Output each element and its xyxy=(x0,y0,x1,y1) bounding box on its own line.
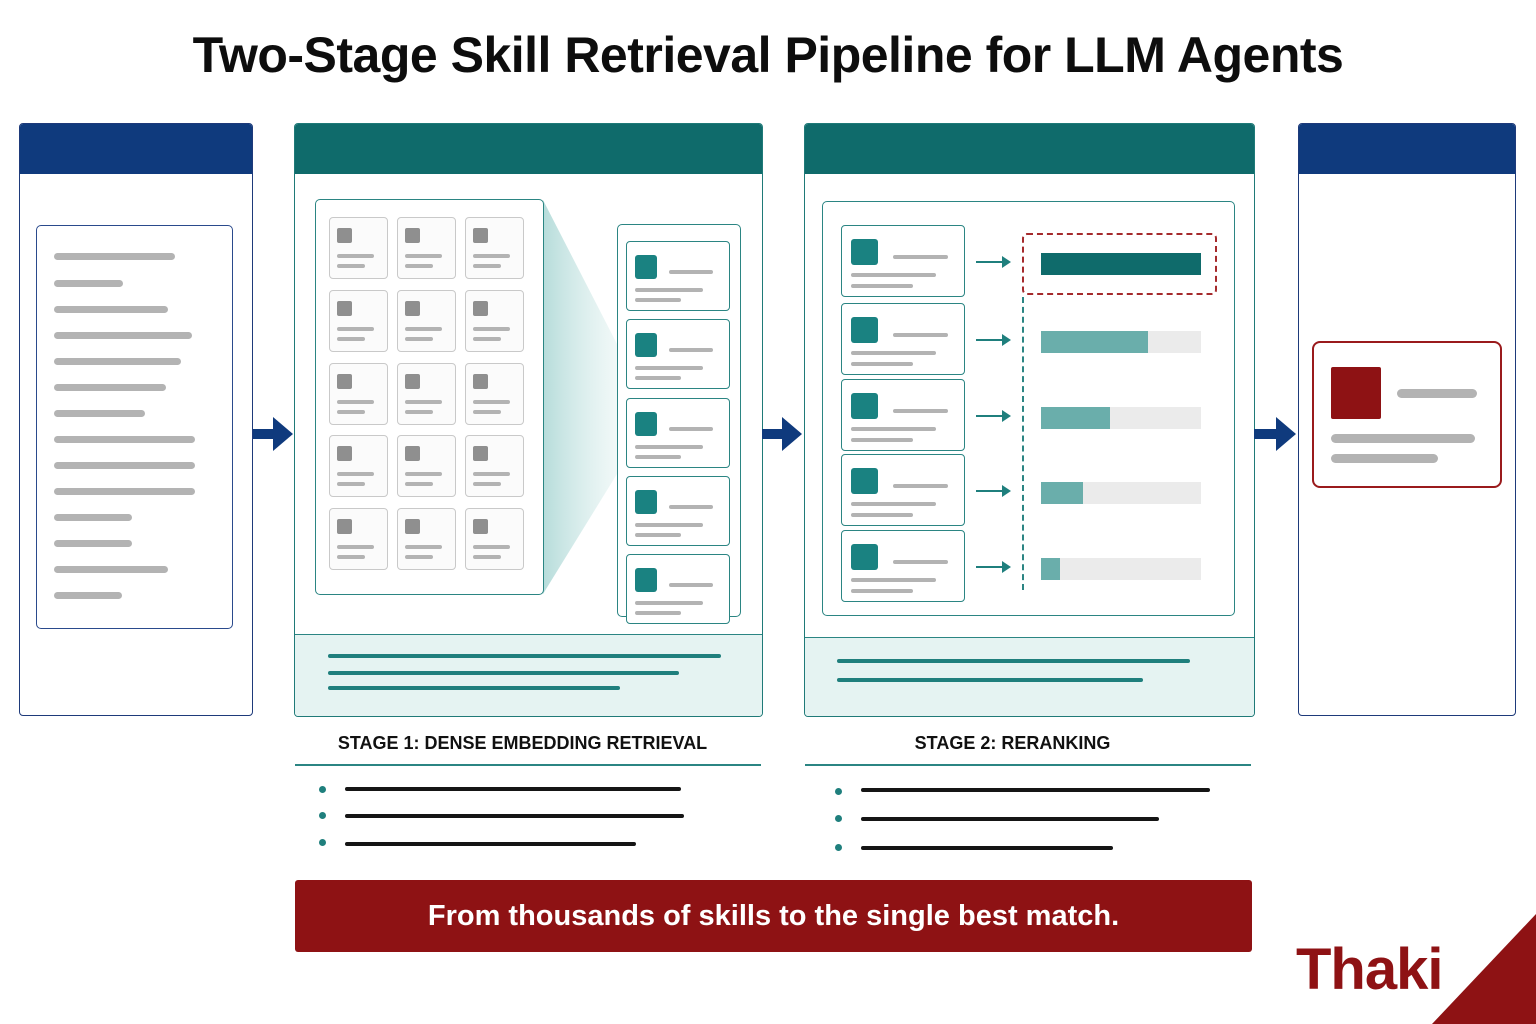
score-bar-fill xyxy=(1041,482,1083,504)
output-panel xyxy=(1298,123,1516,716)
stage2-panel-header xyxy=(805,124,1254,174)
score-bar-fill xyxy=(1041,407,1110,429)
rerank-divider xyxy=(1022,297,1024,590)
rerank-rows xyxy=(823,202,1234,615)
retrieved-candidates xyxy=(617,224,741,624)
skill-tile xyxy=(465,508,524,570)
arrow-right-icon xyxy=(976,410,1011,422)
skill-icon xyxy=(405,374,420,389)
stage1-footer xyxy=(295,634,762,716)
skill-tile xyxy=(397,217,456,279)
document-icon xyxy=(37,226,232,628)
stage1-panel-header xyxy=(295,124,762,174)
skill-tile xyxy=(465,363,524,425)
score-bar-track xyxy=(1041,407,1201,429)
stage1-panel xyxy=(294,123,763,717)
skill-icon xyxy=(635,333,657,357)
input-document xyxy=(36,225,233,629)
stage1-label: STAGE 1: DENSE EMBEDDING RETRIEVAL xyxy=(337,733,708,753)
skill-tile xyxy=(465,217,524,279)
arrow-right-icon xyxy=(762,417,802,451)
rerank-candidate-card xyxy=(841,379,965,451)
arrow-right-icon xyxy=(976,334,1011,346)
skill-icon xyxy=(851,239,878,265)
skill-icon xyxy=(337,519,352,534)
skill-icon xyxy=(635,412,657,436)
skill-icon xyxy=(851,393,878,419)
stage2-label: STAGE 2: RERANKING xyxy=(914,733,1111,753)
candidate-list xyxy=(618,225,740,624)
stage2-panel xyxy=(804,123,1255,717)
skill-tile xyxy=(329,435,388,497)
skill-icon xyxy=(337,228,352,243)
score-bar-fill xyxy=(1041,253,1201,275)
skill-icon xyxy=(337,374,352,389)
skill-icon xyxy=(405,301,420,316)
score-bar-fill xyxy=(1041,331,1148,353)
stage2-divider xyxy=(805,764,1251,766)
arrow-right-icon xyxy=(976,561,1011,573)
skill-tile xyxy=(397,363,456,425)
skill-icon xyxy=(473,301,488,316)
skill-icon xyxy=(473,228,488,243)
skill-tile xyxy=(329,217,388,279)
stage2-footer xyxy=(805,637,1254,716)
score-bar-fill xyxy=(1041,558,1060,580)
top-match-highlight xyxy=(1022,233,1217,295)
skill-icon xyxy=(635,490,657,514)
corner-triangle xyxy=(1432,914,1536,1024)
skill-icon xyxy=(405,446,420,461)
skill-tile xyxy=(465,435,524,497)
rerank-box xyxy=(822,201,1235,616)
skill-icon xyxy=(337,446,352,461)
skill-tile xyxy=(465,290,524,352)
score-bar-track xyxy=(1041,482,1201,504)
skill-icon xyxy=(473,374,488,389)
skill-tile xyxy=(397,508,456,570)
candidate-card xyxy=(626,476,730,546)
score-bar-track xyxy=(1041,558,1201,580)
arrow-right-icon xyxy=(976,256,1011,268)
skill-icon xyxy=(405,519,420,534)
score-bar-track xyxy=(1041,253,1201,275)
skill-icon xyxy=(337,301,352,316)
rerank-candidate-card xyxy=(841,303,965,375)
skill-card-icon xyxy=(1331,367,1381,419)
skill-icon xyxy=(405,228,420,243)
skill-tile xyxy=(397,290,456,352)
skill-icon xyxy=(473,519,488,534)
candidate-card xyxy=(626,319,730,389)
skill-icon xyxy=(635,255,657,279)
rerank-candidate-card xyxy=(841,454,965,526)
page-title: Two-Stage Skill Retrieval Pipeline for L… xyxy=(192,27,1344,83)
skill-icon xyxy=(851,468,878,494)
skill-tile xyxy=(329,363,388,425)
score-bar-track xyxy=(1041,331,1201,353)
rerank-candidate-card xyxy=(841,225,965,297)
skill-icon xyxy=(851,544,878,570)
arrow-right-icon xyxy=(976,485,1011,497)
output-panel-header xyxy=(1299,124,1515,174)
input-panel-header xyxy=(20,124,252,174)
arrow-right-icon xyxy=(1254,417,1296,451)
skill-tile xyxy=(397,435,456,497)
rerank-candidate-card xyxy=(841,530,965,602)
skill-library-grid xyxy=(315,199,544,595)
funnel-icon xyxy=(543,200,617,594)
brand-logo: Thaki xyxy=(1296,937,1443,1002)
stage1-divider xyxy=(295,764,761,766)
skill-tile xyxy=(329,290,388,352)
input-panel xyxy=(19,123,253,716)
best-skill-card xyxy=(1312,341,1502,488)
candidate-card xyxy=(626,398,730,468)
skill-grid-tiles xyxy=(316,200,543,594)
candidate-card xyxy=(626,554,730,624)
summary-banner: From thousands of skills to the single b… xyxy=(295,880,1252,952)
arrow-right-icon xyxy=(253,417,293,451)
skill-icon xyxy=(473,446,488,461)
skill-icon xyxy=(635,568,657,592)
skill-tile xyxy=(329,508,388,570)
candidate-card xyxy=(626,241,730,311)
skill-icon xyxy=(851,317,878,343)
